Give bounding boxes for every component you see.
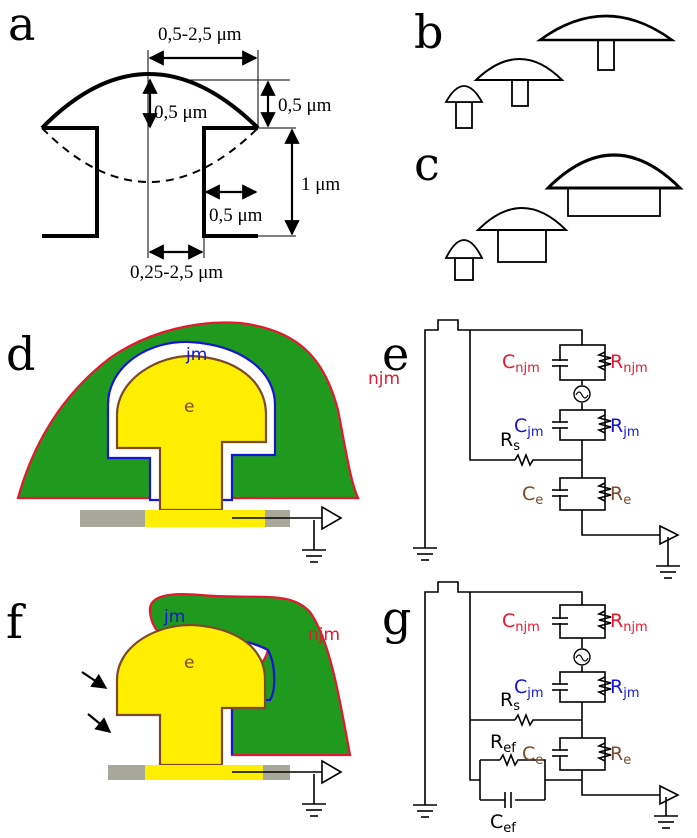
panel-label-b: b [414,5,443,59]
medium-mushroom [473,58,565,107]
amplifier-icon-f [321,759,343,785]
c-njm-label: Cnjm [502,351,540,376]
r-jm-label-g: Rjm [610,676,639,701]
r-jm-label: Rjm [610,415,639,440]
head-hidden-outline [41,127,259,183]
panel-label-e: e [382,327,409,381]
neck-offset-label: 0,5 μm [209,205,263,226]
c-e-label-g: Ce [522,743,543,768]
panel-label-g: g [382,591,411,645]
panel-label-c: c [414,137,440,191]
head-inner-height-label: 0,5 μm [154,102,208,123]
njm-label-f: njm [308,625,340,645]
rs-resistor-g [514,712,535,728]
circuit-g-wires [424,581,660,805]
ac-source-icon-g [573,648,591,666]
r-s-label-g: Rs [500,689,520,714]
panel-label-d: d [6,327,35,381]
panel-f: f jm njm e [6,592,352,817]
njm-label: njm [368,369,400,389]
ground-icon-e-right [656,537,680,579]
r-e-label-g: Re [610,743,631,768]
c-ef-label: Cef [490,811,516,836]
rs-resistor [514,452,535,468]
large-mushroom-wide-neck [544,153,684,217]
panel-label-f: f [6,595,26,649]
ground-icon-g-left [413,804,437,818]
leak-arrows [81,671,112,733]
panel-d: d jm njm e [6,321,400,563]
small-mushroom [444,85,484,129]
njm-cap-gap-g [553,619,567,623]
e-label-f: e [184,653,194,673]
ground-icon-f [302,774,326,817]
r-njm-label: Rnjm [610,351,648,376]
amplifier-icon [321,505,343,531]
ground-icon-g-right [654,797,678,829]
panel-b: b [414,5,677,129]
c-jm-label-g: Cjm [514,676,544,701]
panel-c: c [414,137,684,281]
ground-icon-e-left [413,547,437,561]
neck-left-wall [42,126,99,238]
head-outer-height-label: 0,5 μm [278,95,332,116]
ref-resistor [499,752,520,768]
electrode-pad [145,510,265,527]
neck-width-label: 0,25-2,5 μm [130,262,223,283]
circuit-e-wires [424,319,660,548]
e-label: e [184,397,194,417]
ground-icon [302,520,326,563]
mushroom-head-outline [40,72,260,130]
jm-cap-gap [553,423,567,427]
ef-capacitor [504,792,512,808]
c-e-label: Ce [522,483,543,508]
amplifier-icon-g [659,784,680,806]
jm-label-f: jm [163,607,185,627]
e-cap-gap [553,491,567,495]
head-width-label: 0,5-2,5 μm [158,24,242,45]
medium-mushroom-wide-neck [475,207,569,263]
c-njm-label-g: Cnjm [502,610,540,635]
jm-cap-gap-g [553,685,567,689]
panel-label-a: a [8,0,35,51]
neck-length-label: 1 μm [301,174,340,195]
neck-right-wall [202,126,258,238]
jm-label: jm [185,345,207,365]
large-mushroom [535,14,677,71]
mushroom-electrode-e [115,354,268,512]
small-mushroom-wide-neck [444,239,484,281]
dimension-guides [147,50,296,258]
mushroom-electrode-f [115,623,267,767]
r-njm-label-g: Rnjm [610,610,648,635]
r-ef-label: Ref [490,731,516,756]
electrode-pad-f [145,765,263,780]
panel-e: e [382,319,680,579]
r-s-label: Rs [500,429,520,454]
dimension-arrows [142,50,300,260]
panel-g: g [382,581,680,836]
ac-source-icon [573,385,591,403]
panel-a: a 0,5-2,5 μm 0,5 μm 0,5 μm 1 μm 0,5 μm 0… [8,0,340,283]
c-jm-label: Cjm [514,415,544,440]
njm-rc-block-fill [553,361,567,365]
e-cap-gap-g [553,751,567,755]
r-e-label: Re [610,483,631,508]
amplifier-icon-e [659,524,680,546]
